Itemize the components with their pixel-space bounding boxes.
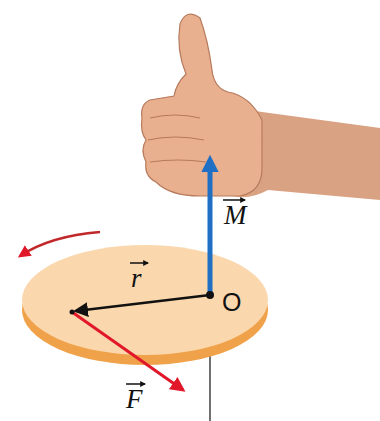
point-label: O [222, 290, 241, 315]
vector-label: r [131, 265, 142, 292]
radius-vector [76, 295, 210, 311]
force-point [70, 310, 75, 315]
vector-label: F [126, 386, 143, 413]
force-vector [72, 312, 183, 390]
vector-label: M [224, 202, 247, 229]
moment-vector [208, 160, 213, 295]
vector-sign [223, 199, 245, 201]
hand [142, 14, 380, 200]
axis-line [209, 350, 210, 421]
vector-sign [126, 383, 145, 385]
rotation-arrow [20, 232, 100, 256]
disk-top [22, 245, 268, 355]
vector-sign [130, 262, 148, 264]
pivot-dot [206, 291, 214, 299]
